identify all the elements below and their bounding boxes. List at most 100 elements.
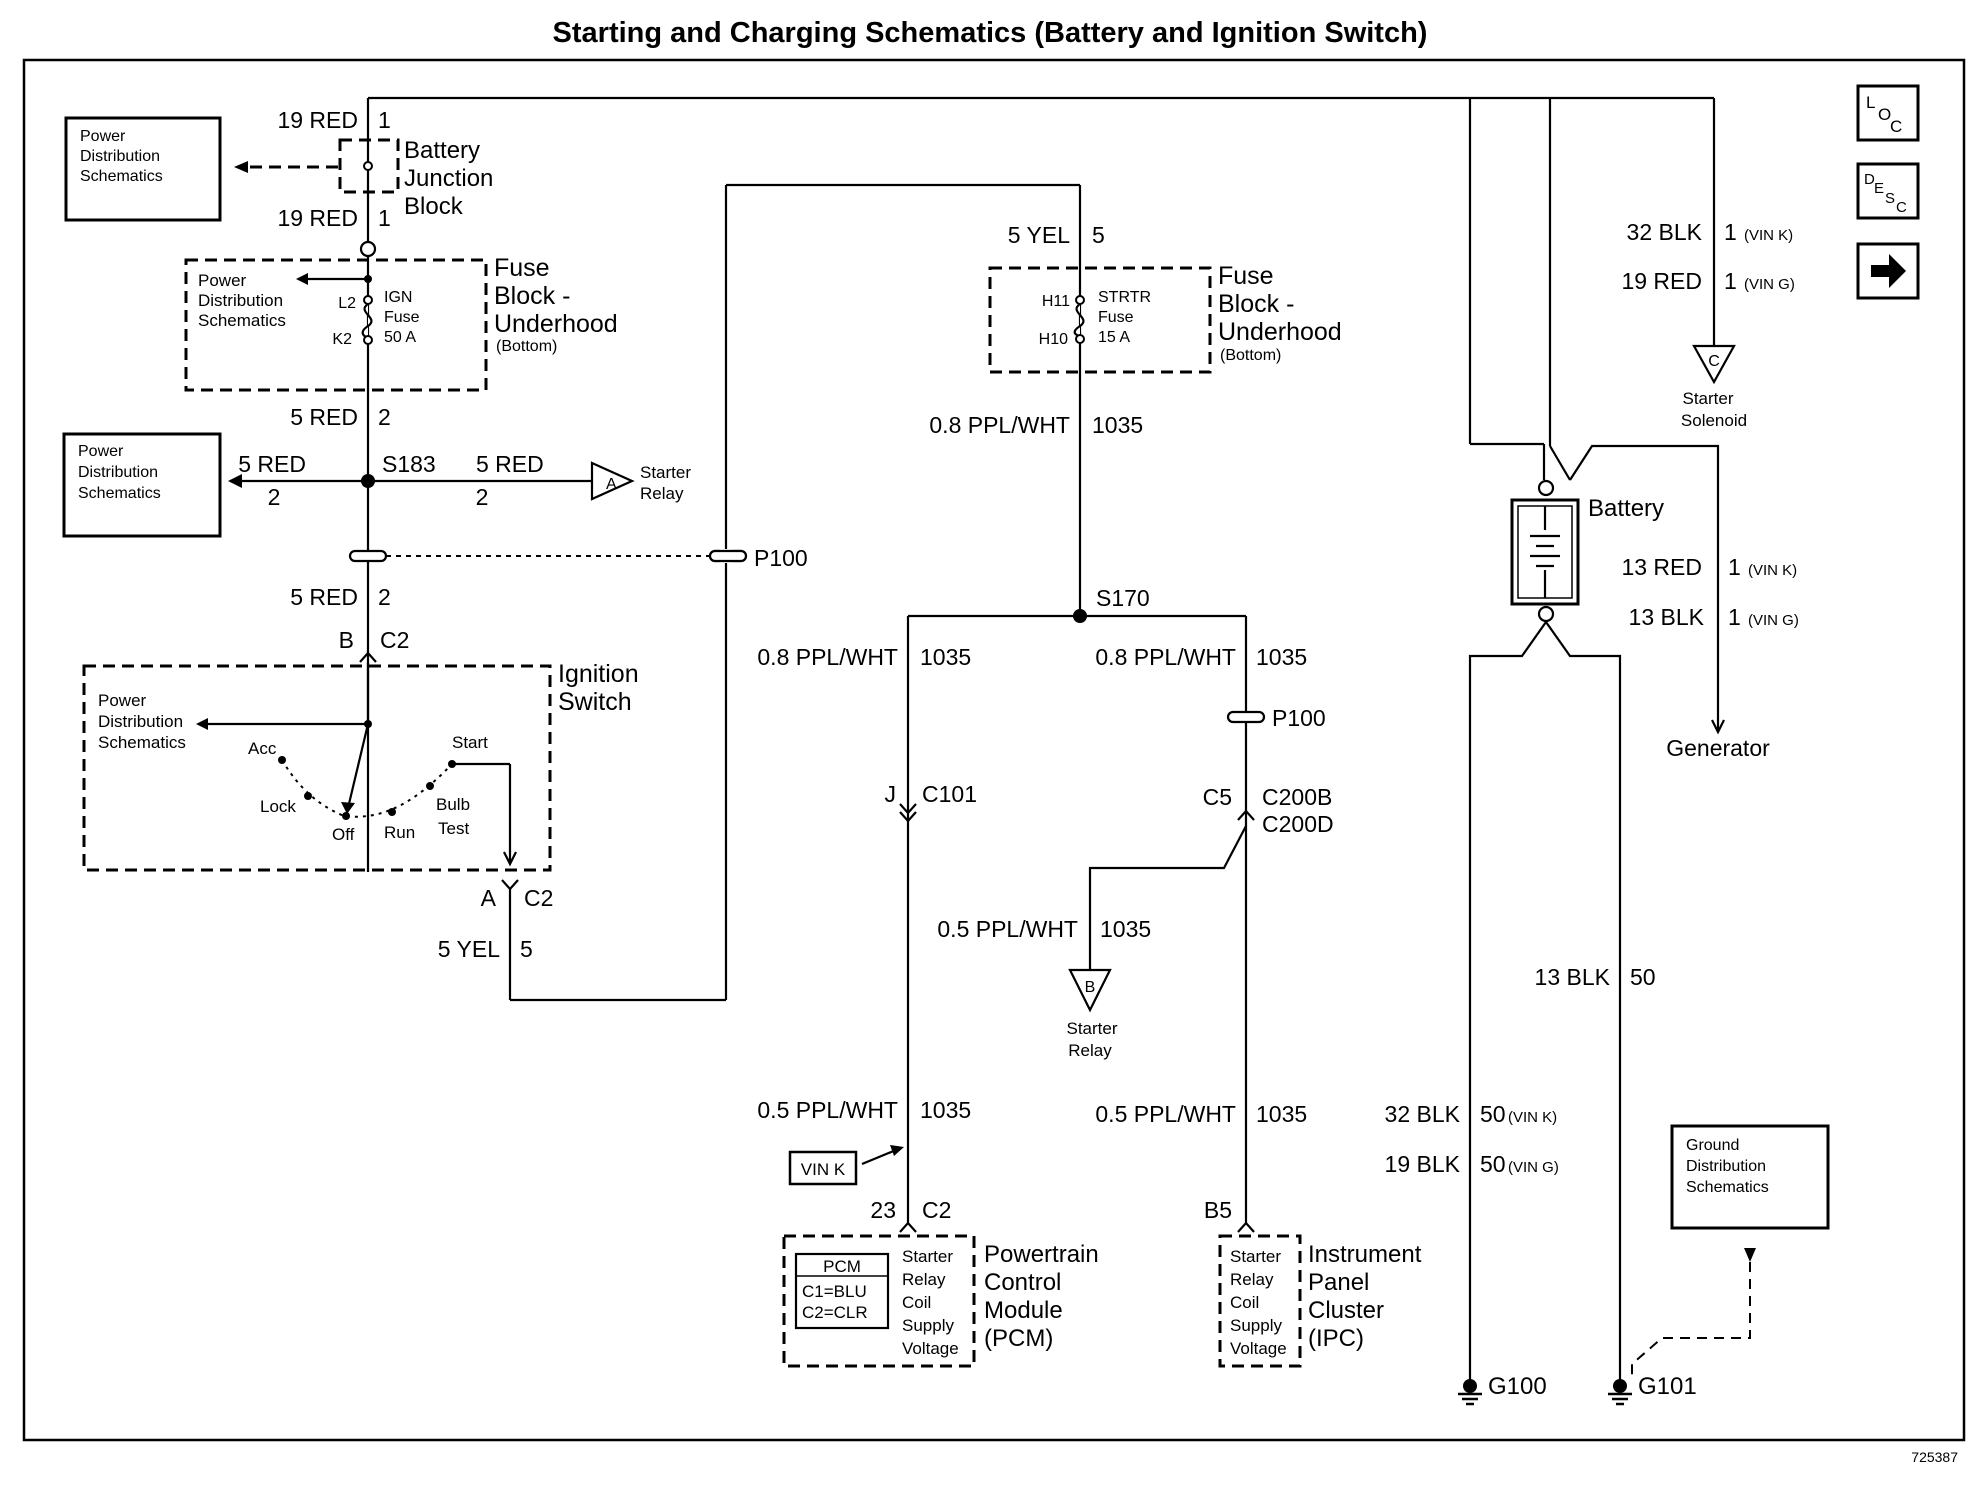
- connector-c2-a: [501, 879, 519, 891]
- svg-text:1: 1: [378, 107, 391, 133]
- svg-text:Starter: Starter: [640, 463, 691, 482]
- svg-text:(Bottom): (Bottom): [1220, 347, 1281, 364]
- svg-text:19 RED: 19 RED: [1621, 268, 1702, 294]
- svg-text:0.8 PPL/WHT: 0.8 PPL/WHT: [929, 412, 1070, 438]
- svg-text:B5: B5: [1204, 1197, 1232, 1223]
- svg-text:Junction: Junction: [404, 165, 493, 192]
- svg-text:50 A: 50 A: [384, 329, 416, 346]
- svg-text:B: B: [1085, 979, 1096, 996]
- ground-distribution-box[interactable]: Ground Distribution Schematics: [1670, 1124, 1830, 1230]
- svg-text:0.8 PPL/WHT: 0.8 PPL/WHT: [757, 644, 898, 670]
- svg-text:(VIN G): (VIN G): [1744, 276, 1795, 293]
- pcm-module: [782, 1234, 976, 1368]
- svg-text:15 A: 15 A: [1098, 329, 1130, 346]
- connector-c101: [899, 803, 917, 815]
- svg-text:1: 1: [1728, 554, 1741, 580]
- svg-text:13 BLK: 13 BLK: [1535, 964, 1611, 990]
- svg-text:1: 1: [1728, 604, 1741, 630]
- svg-text:5: 5: [1092, 222, 1105, 248]
- svg-text:2: 2: [378, 584, 391, 610]
- svg-text:(VIN K): (VIN K): [1748, 562, 1797, 579]
- svg-text:Panel: Panel: [1308, 1269, 1369, 1296]
- svg-text:O: O: [1878, 105, 1891, 124]
- svg-text:S170: S170: [1096, 585, 1150, 611]
- svg-text:A: A: [606, 476, 617, 493]
- svg-text:Distribution: Distribution: [80, 148, 160, 165]
- svg-text:(Bottom): (Bottom): [496, 338, 557, 355]
- svg-text:Starter: Starter: [1682, 389, 1733, 408]
- svg-text:1035: 1035: [1256, 644, 1307, 670]
- svg-text:5 RED: 5 RED: [238, 451, 306, 477]
- arrow-left-icon: [234, 161, 248, 173]
- svg-text:Underhood: Underhood: [1218, 318, 1342, 346]
- svg-text:Fuse: Fuse: [494, 254, 550, 282]
- svg-text:J: J: [885, 781, 897, 807]
- svg-text:IGN: IGN: [384, 289, 412, 306]
- svg-text:P100: P100: [1272, 705, 1326, 731]
- svg-text:C2: C2: [524, 885, 553, 911]
- svg-text:Bulb: Bulb: [436, 795, 470, 814]
- svg-text:Starter: Starter: [1066, 1019, 1117, 1038]
- ground-g101-icon: [1608, 1379, 1632, 1406]
- svg-text:23: 23: [870, 1197, 896, 1223]
- svg-text:32 BLK: 32 BLK: [1385, 1101, 1461, 1127]
- svg-text:Coil: Coil: [902, 1293, 931, 1312]
- power-distribution-box-2[interactable]: Power Distribution Schematics: [62, 432, 222, 538]
- svg-text:Fuse: Fuse: [1218, 262, 1274, 290]
- connector-c2-b: [359, 651, 377, 663]
- svg-text:Relay: Relay: [1230, 1270, 1274, 1289]
- svg-text:5 RED: 5 RED: [476, 451, 544, 477]
- starter-solenoid-c-icon: [1692, 344, 1736, 385]
- svg-text:2: 2: [268, 484, 281, 510]
- svg-text:PCM: PCM: [823, 1257, 861, 1276]
- svg-text:C2=CLR: C2=CLR: [802, 1303, 868, 1322]
- power-distribution-box-1[interactable]: Power Distribution Schematics: [64, 116, 222, 222]
- svg-text:Block -: Block -: [494, 282, 570, 310]
- svg-text:1035: 1035: [920, 1097, 971, 1123]
- svg-text:5 RED: 5 RED: [290, 404, 358, 430]
- arrow-right-icon[interactable]: [1856, 242, 1920, 300]
- svg-text:Switch: Switch: [558, 688, 632, 716]
- p100-left-grommet: [348, 549, 388, 563]
- svg-text:Lock: Lock: [260, 797, 296, 816]
- svg-text:C2: C2: [922, 1197, 951, 1223]
- svg-text:Schematics: Schematics: [198, 311, 286, 330]
- terminal: [359, 240, 377, 258]
- arrow-left-icon: [196, 718, 208, 730]
- svg-text:5 YEL: 5 YEL: [438, 936, 500, 962]
- svg-text:13 RED: 13 RED: [1621, 554, 1702, 580]
- desc-icon[interactable]: D E S C: [1856, 162, 1920, 220]
- wire-to-g101: [1545, 621, 1622, 1384]
- svg-text:13 BLK: 13 BLK: [1629, 604, 1705, 630]
- svg-text:Starter: Starter: [1230, 1247, 1281, 1266]
- svg-text:0.5 PPL/WHT: 0.5 PPL/WHT: [937, 916, 1078, 942]
- svg-text:Powertrain: Powertrain: [984, 1241, 1099, 1268]
- svg-text:B: B: [339, 627, 354, 653]
- svg-text:(PCM): (PCM): [984, 1325, 1053, 1352]
- svg-text:Schematics: Schematics: [80, 168, 163, 185]
- svg-text:1: 1: [1724, 268, 1737, 294]
- svg-text:Cluster: Cluster: [1308, 1297, 1384, 1324]
- svg-text:19 BLK: 19 BLK: [1385, 1151, 1461, 1177]
- svg-text:Schematics: Schematics: [78, 485, 161, 502]
- svg-text:Relay: Relay: [1068, 1041, 1112, 1060]
- wire-to-g100: [1468, 621, 1547, 1384]
- svg-text:0.5 PPL/WHT: 0.5 PPL/WHT: [757, 1097, 898, 1123]
- svg-text:Distribution: Distribution: [98, 712, 183, 731]
- svg-text:Generator: Generator: [1666, 735, 1770, 761]
- svg-text:C200D: C200D: [1262, 811, 1334, 837]
- svg-text:Start: Start: [452, 733, 488, 752]
- page-title: Starting and Charging Schematics (Batter…: [553, 17, 1428, 49]
- loc-icon[interactable]: L O C: [1856, 84, 1920, 142]
- svg-text:VIN K: VIN K: [801, 1160, 846, 1179]
- svg-text:Voltage: Voltage: [1230, 1339, 1287, 1358]
- svg-text:Starter: Starter: [902, 1247, 953, 1266]
- splice-s183: [361, 474, 375, 488]
- svg-text:5 YEL: 5 YEL: [1008, 222, 1070, 248]
- svg-text:Battery: Battery: [1588, 495, 1664, 522]
- svg-text:G100: G100: [1488, 1373, 1547, 1400]
- svg-text:Relay: Relay: [640, 484, 684, 503]
- svg-text:Power: Power: [198, 271, 247, 290]
- svg-text:Fuse: Fuse: [1098, 309, 1134, 326]
- svg-text:Supply: Supply: [1230, 1316, 1282, 1335]
